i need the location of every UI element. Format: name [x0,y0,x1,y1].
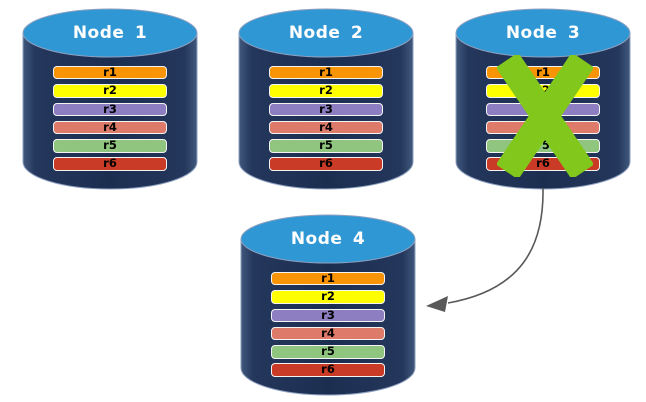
node-title: Node 2 [288,23,364,43]
replica-row-r1: r1 [269,66,383,80]
replica-row-r6: r6 [269,157,383,171]
replica-row-r3: r3 [269,102,383,116]
replica-row-r5: r5 [271,345,385,359]
db-node-3: Node 3 r1 r2 r3 r4 r5 r6 [455,8,631,190]
node-title: Node 4 [290,229,366,249]
replica-row-r3: r3 [53,102,167,116]
cylinder-top [22,8,198,58]
cylinder-top [240,214,416,264]
replica-row-r5: r5 [269,139,383,153]
replica-row-r5: r5 [53,139,167,153]
node-title: Node 3 [505,23,581,43]
replica-rows: r1 r2 r3 r4 r5 r6 [269,66,383,171]
replica-rows: r1 r2 r3 r4 r5 r6 [53,66,167,171]
replica-row-r6: r6 [53,157,167,171]
replica-row-r1: r1 [53,66,167,80]
replica-row-r4: r4 [269,120,383,135]
replica-row-r1: r1 [271,272,385,286]
replica-row-r2: r2 [53,84,167,98]
node-title: Node 1 [72,23,148,43]
replica-row-r3: r3 [271,308,385,322]
cylinder-top [238,8,414,58]
db-node-2: Node 2 r1 r2 r3 r4 r5 r6 [238,8,414,190]
replica-row-r2: r2 [269,84,383,98]
replica-rows: r1 r2 r3 r4 r5 r6 [271,272,385,377]
failure-x-icon [497,55,593,177]
replica-row-r4: r4 [271,326,385,341]
db-node-1: Node 1 r1 r2 r3 r4 r5 r6 [22,8,198,190]
replica-row-r4: r4 [53,120,167,135]
failover-arrow-icon [426,187,544,312]
cylinder-top [455,8,631,58]
replica-row-r2: r2 [271,290,385,304]
replica-row-r6: r6 [271,363,385,377]
db-node-4: Node 4 r1 r2 r3 r4 r5 r6 [240,214,416,396]
